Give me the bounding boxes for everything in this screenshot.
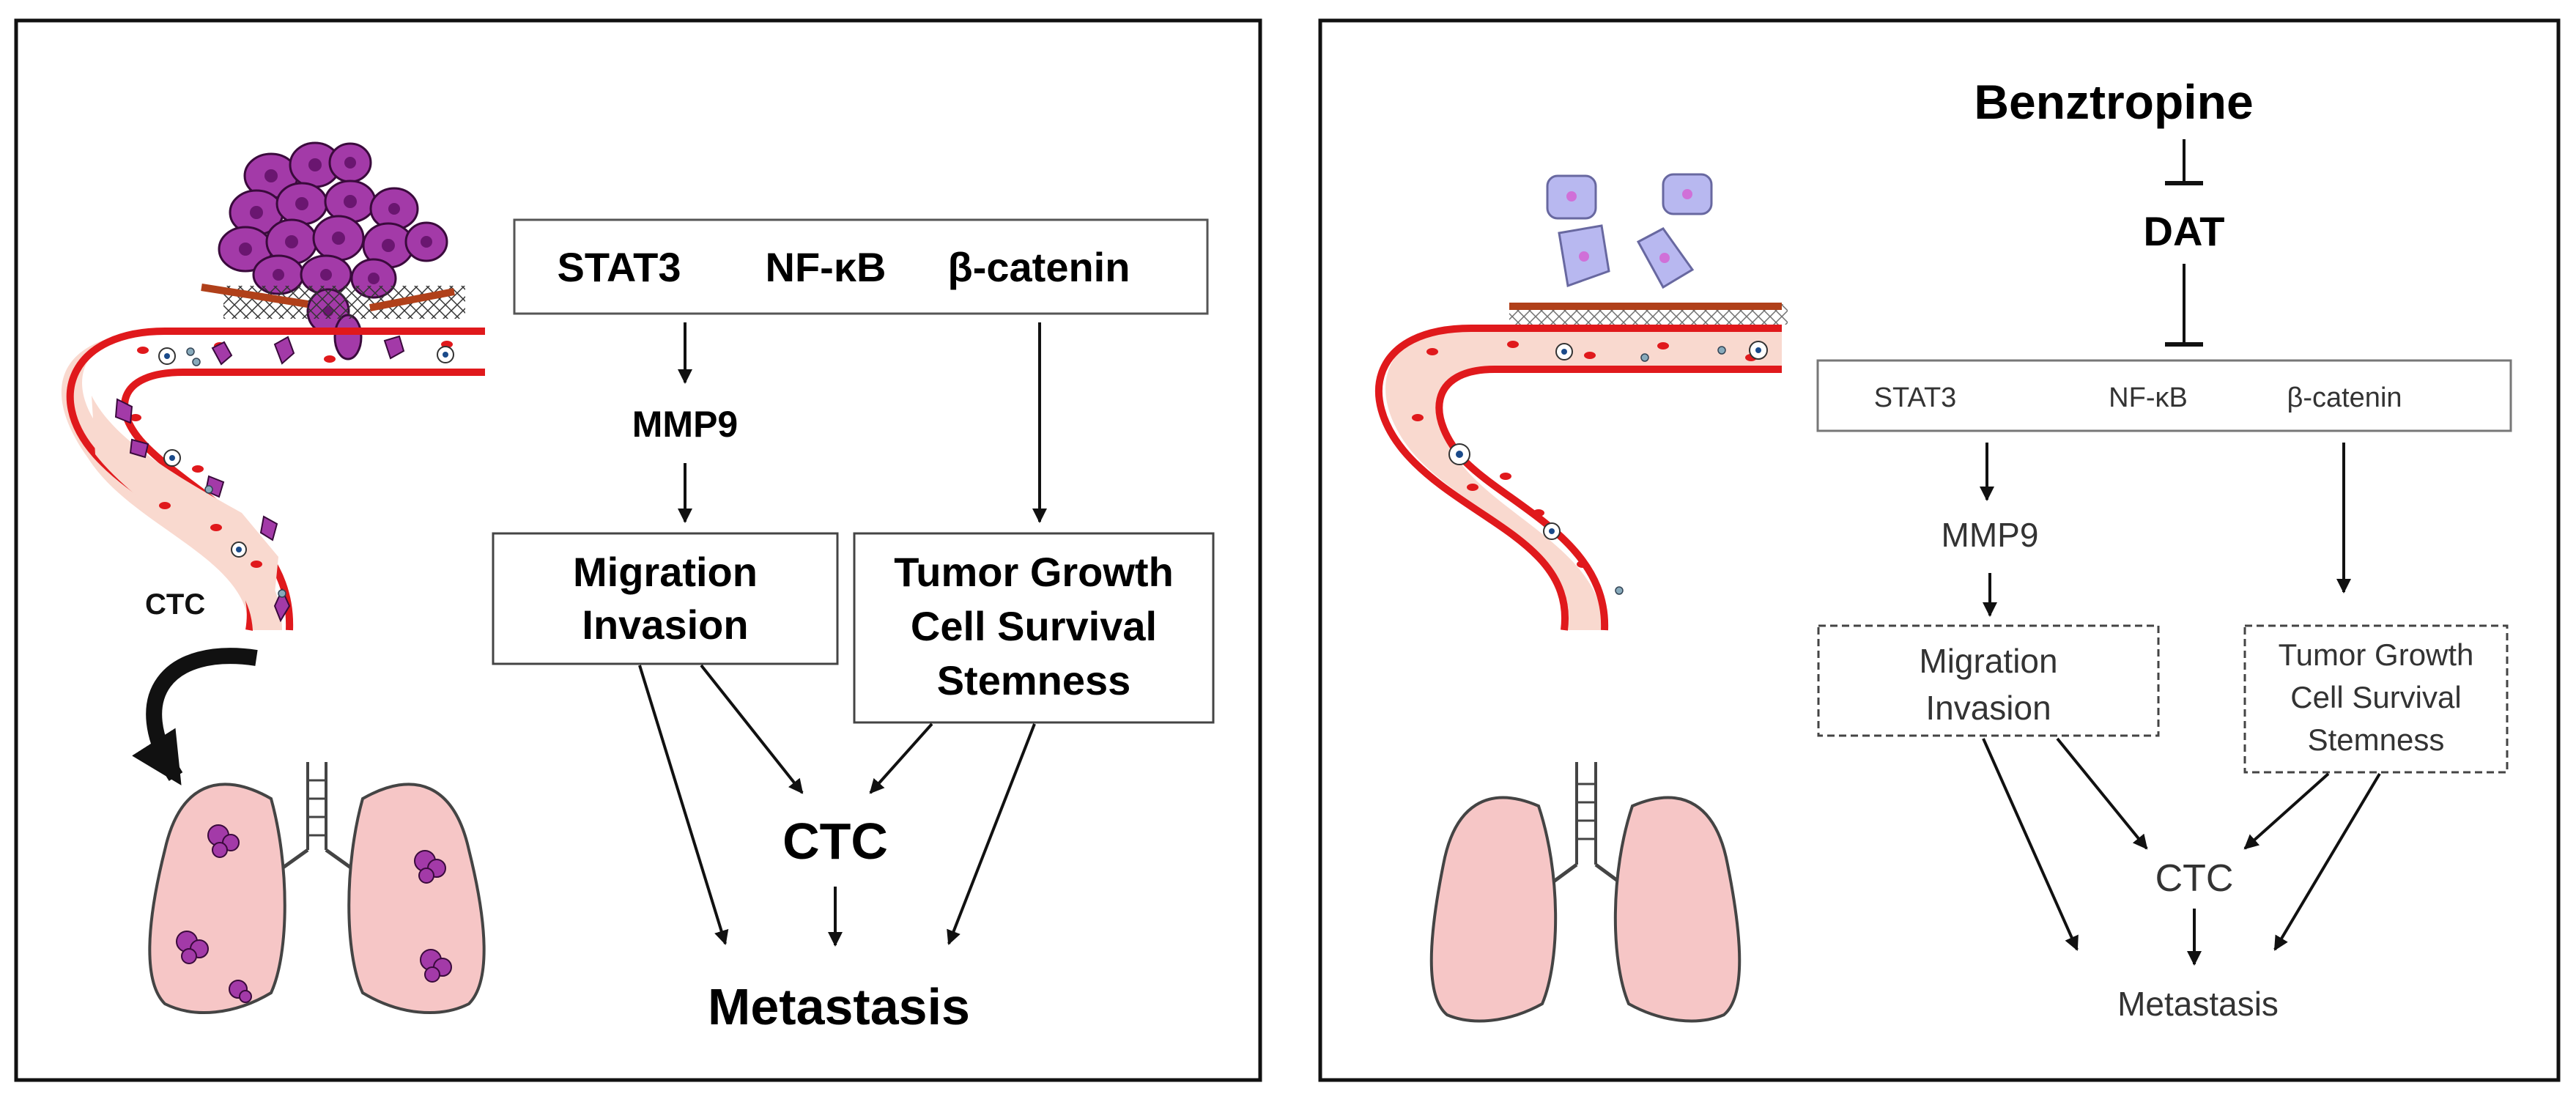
invasion-label: Invasion (582, 602, 748, 648)
arrow-growth-metastasis-right (2273, 772, 2381, 951)
arrow-migration-metastasis (638, 665, 729, 945)
tumor-growth-label-right: Tumor Growth (2279, 637, 2474, 672)
growth-survival-box-right (2243, 624, 2509, 774)
arrow-migration-ctc (700, 664, 804, 794)
ctc-label: CTC (782, 813, 888, 870)
factor-nfkb: NF-κB (766, 244, 887, 290)
arrow-migration-ctc-right (2056, 737, 2148, 850)
transcription-factor-box-right (1816, 359, 2512, 432)
factor-beta-catenin: β-catenin (948, 244, 1130, 290)
mmp9-label: MMP9 (632, 404, 738, 445)
arrow-growth-metastasis (947, 723, 1036, 945)
migration-invasion-box-right (1817, 624, 2160, 737)
arrow-migration-metastasis-right (1982, 738, 2079, 951)
invasion-label-right: Invasion (1925, 689, 2051, 727)
dat-label: DAT (2144, 208, 2225, 254)
ecm-mesh (223, 286, 465, 319)
red-blood-cells-right (1412, 341, 1757, 568)
benztropine-label: Benztropine (1974, 75, 2253, 129)
arrow-growth-ctc (869, 722, 933, 794)
metastasis-label-right: Metastasis (2117, 985, 2279, 1023)
arrow-growth-ctc-right (2243, 772, 2330, 850)
treated-cell-nuclei (1566, 189, 1692, 263)
mmp9-label-right: MMP9 (1942, 516, 2039, 554)
circulating-tumor-cells (114, 335, 405, 623)
basement-membrane (201, 284, 455, 311)
dissemination-arrow (132, 648, 258, 785)
migration-invasion-box (492, 532, 839, 665)
healthy-lungs-illustration (1429, 762, 1742, 1023)
cell-survival-label: Cell Survival (911, 603, 1157, 649)
ctc-label-right: CTC (2155, 857, 2234, 900)
left-panel: CTC STAT3 NF-κB β-catenin MMP9 M (14, 18, 1262, 1082)
cell-survival-label-right: Cell Survival (2290, 680, 2461, 714)
factor-nfkb-right: NF-κB (2109, 382, 2188, 413)
lungs-metastasis-illustration (148, 762, 486, 1014)
growth-survival-box (853, 532, 1215, 724)
factor-beta-catenin-right: β-catenin (2287, 382, 2402, 413)
ctc-side-label: CTC (145, 588, 205, 621)
migration-label-right: Migration (1919, 642, 2057, 680)
transcription-factor-box (513, 218, 1209, 315)
primary-tumor-illustration (218, 141, 448, 360)
white-blood-cells-right (1448, 341, 1768, 595)
stemness-label: Stemness (937, 657, 1131, 703)
factor-stat3: STAT3 (557, 244, 681, 290)
factor-stat3-right: STAT3 (1874, 382, 1957, 413)
white-blood-cells (158, 346, 454, 598)
tumor-growth-label: Tumor Growth (894, 549, 1174, 595)
right-panel: Benztropine DAT STAT3 NF-κB β-catenin MM… (1318, 18, 2561, 1082)
stemness-label-right: Stemness (2308, 722, 2445, 757)
migration-label: Migration (573, 549, 758, 595)
metastasis-label: Metastasis (708, 978, 970, 1035)
